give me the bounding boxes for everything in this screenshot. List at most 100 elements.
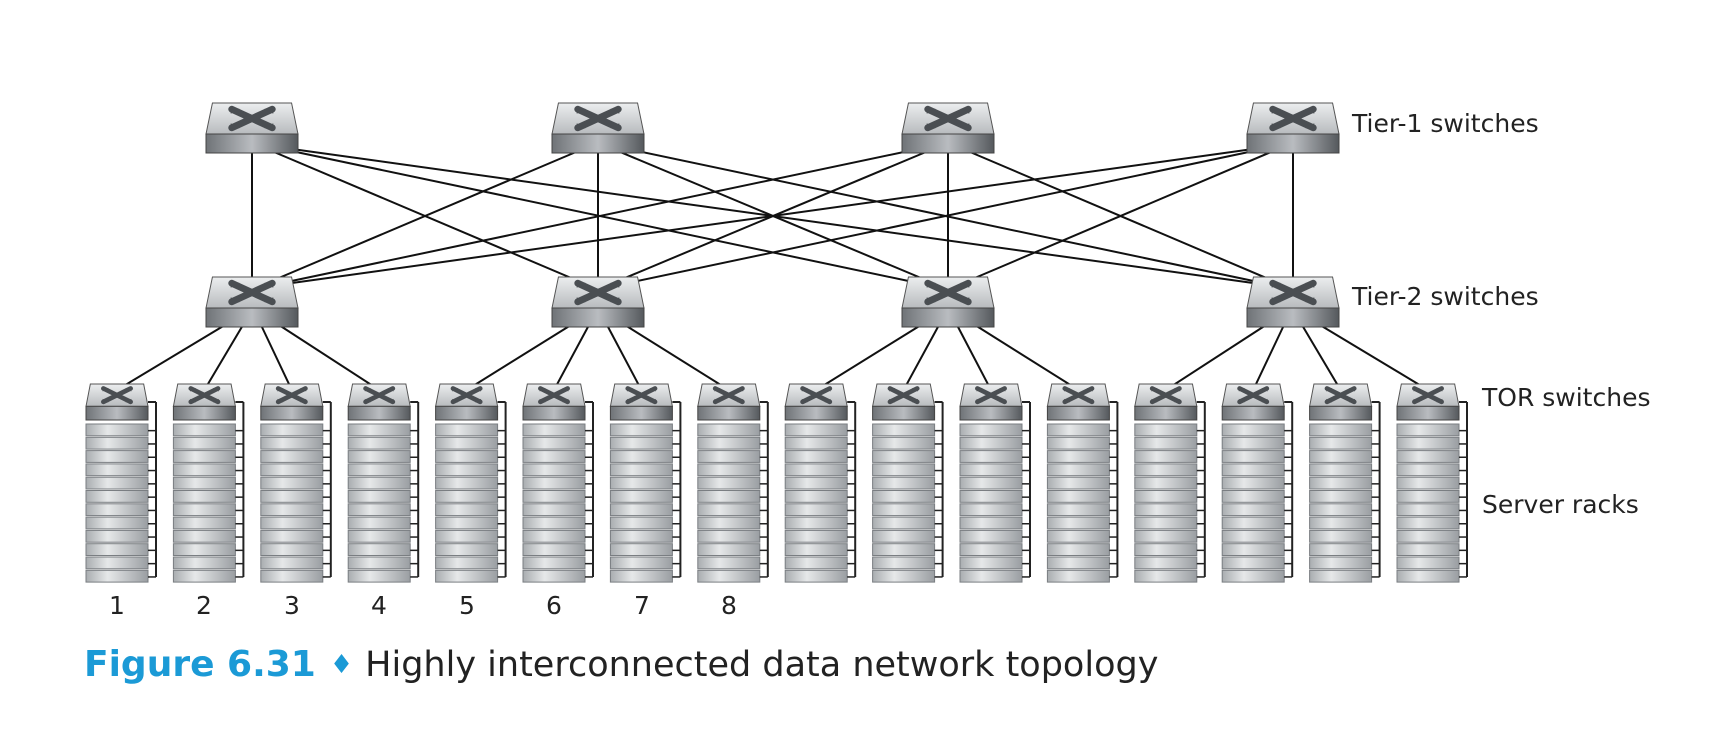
server xyxy=(697,503,761,517)
server xyxy=(1396,436,1460,450)
server xyxy=(1134,490,1198,503)
server xyxy=(697,450,761,463)
tier1-tier2-link xyxy=(291,148,1254,284)
switch-arrows-icon xyxy=(924,279,972,306)
server xyxy=(172,516,236,530)
tor-switch xyxy=(784,383,848,421)
tier2-tor-link xyxy=(1165,324,1267,391)
server-rack xyxy=(872,401,944,583)
tier2-tor-link xyxy=(974,324,1079,391)
switch-arrows-icon xyxy=(1237,386,1270,405)
tier2-label: Tier-2 switches xyxy=(1351,282,1539,311)
server xyxy=(347,556,411,570)
server xyxy=(347,463,411,477)
tor-label: TOR switches xyxy=(1481,383,1650,412)
tier2-tor-link xyxy=(553,324,590,391)
server xyxy=(609,543,673,557)
server xyxy=(1134,556,1198,570)
server xyxy=(172,450,236,463)
server xyxy=(347,516,411,530)
server xyxy=(872,569,936,583)
server xyxy=(784,529,848,543)
switch-arrows-icon xyxy=(574,105,622,132)
tier1-label: Tier-1 switches xyxy=(1351,109,1539,138)
server xyxy=(172,543,236,557)
server xyxy=(260,556,324,570)
server xyxy=(609,476,673,490)
server xyxy=(1396,503,1460,517)
switch-arrows-icon xyxy=(975,386,1007,405)
server xyxy=(1309,476,1373,490)
tier2-tor-link xyxy=(1252,324,1285,391)
server xyxy=(959,516,1023,530)
server xyxy=(1396,569,1460,583)
server xyxy=(435,450,499,463)
tor-switch xyxy=(172,383,237,421)
server xyxy=(872,543,936,557)
server-rack xyxy=(172,401,245,583)
server xyxy=(697,543,761,557)
tor-switch xyxy=(522,383,586,421)
server xyxy=(959,476,1023,490)
server xyxy=(1396,490,1460,503)
tor-switch xyxy=(959,383,1023,421)
server xyxy=(1134,450,1198,463)
tier1-tier2-link xyxy=(266,148,584,284)
tier2-tor-link xyxy=(956,324,992,391)
server xyxy=(1221,436,1285,450)
tier2-tor-link xyxy=(606,324,643,391)
server xyxy=(1221,516,1285,530)
server xyxy=(1309,556,1373,570)
server-rack xyxy=(1134,401,1206,583)
server xyxy=(260,423,324,437)
server xyxy=(609,529,673,543)
server-rack xyxy=(347,401,420,583)
server-rack xyxy=(1046,401,1119,583)
rack-numbers: 1 2 3 4 5 6 7 8 xyxy=(109,591,737,620)
rack-number: 3 xyxy=(284,591,300,620)
tier1-tier2-link xyxy=(627,148,1264,284)
server xyxy=(172,503,236,517)
server xyxy=(697,569,761,583)
server xyxy=(1396,450,1460,463)
server xyxy=(1046,463,1110,477)
server xyxy=(435,516,499,530)
server xyxy=(1046,503,1110,517)
server-rack xyxy=(260,401,332,583)
server xyxy=(522,543,586,557)
tier2-tor-link xyxy=(278,324,380,391)
server xyxy=(872,556,936,570)
server xyxy=(347,543,411,557)
tor-switch xyxy=(85,383,149,421)
server xyxy=(85,503,149,517)
server xyxy=(347,423,411,437)
tier2-tor-link xyxy=(1301,324,1342,391)
server xyxy=(697,476,761,490)
server xyxy=(784,516,848,530)
tor-switch xyxy=(871,383,936,421)
server xyxy=(959,529,1023,543)
tor-switch xyxy=(1308,383,1373,421)
server xyxy=(85,516,149,530)
tor-switch xyxy=(260,383,324,421)
server xyxy=(522,450,586,463)
server xyxy=(172,529,236,543)
server xyxy=(1396,476,1460,490)
server xyxy=(872,503,936,517)
switch-arrows-icon xyxy=(1269,105,1317,132)
server-rack xyxy=(1309,401,1381,583)
server xyxy=(260,569,324,583)
server xyxy=(784,423,848,437)
server xyxy=(1046,569,1110,583)
switch-arrows-icon xyxy=(538,386,570,405)
tor-switch xyxy=(1221,383,1285,421)
tier2-tor-link xyxy=(203,324,244,391)
switch-arrows-icon xyxy=(363,386,396,405)
rack-number: 7 xyxy=(634,591,650,620)
server xyxy=(435,490,499,503)
server xyxy=(697,529,761,543)
server xyxy=(872,490,936,503)
server xyxy=(260,543,324,557)
server xyxy=(1134,463,1198,477)
server xyxy=(959,503,1023,517)
